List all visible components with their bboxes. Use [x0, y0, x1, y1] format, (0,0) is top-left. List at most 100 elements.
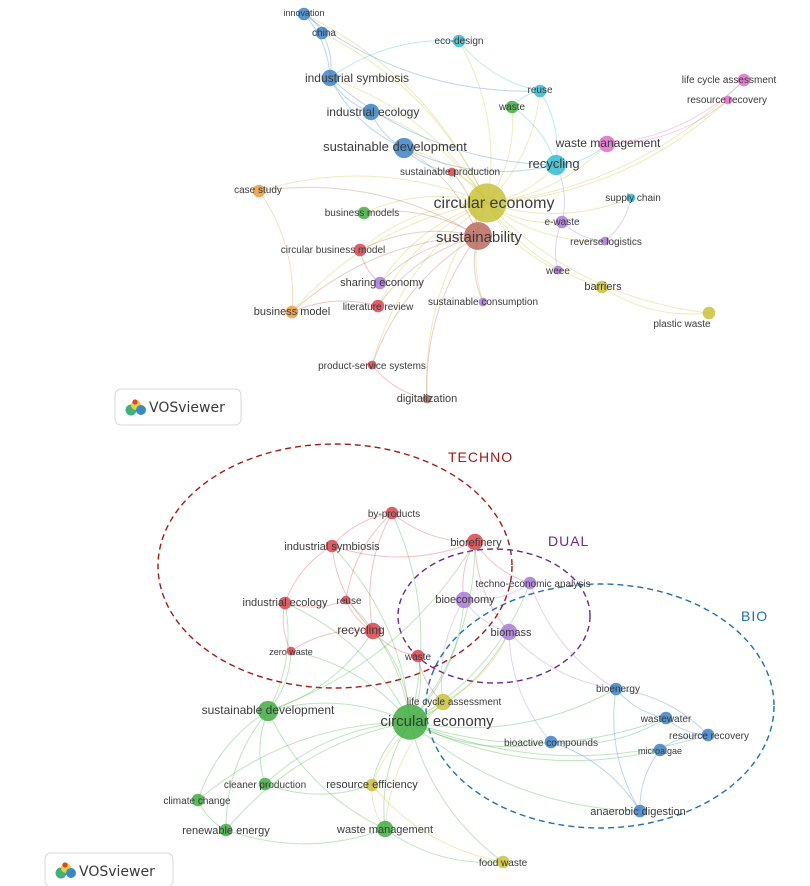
network-link	[486, 99, 729, 204]
node-case-study[interactable]	[252, 184, 266, 198]
node-business-model[interactable]	[285, 305, 299, 319]
node-resource-efficiency[interactable]	[365, 778, 379, 792]
node-waste[interactable]	[411, 649, 425, 663]
vosviewer-badge-label: VOSviewer	[79, 864, 155, 880]
badge-frame	[44, 852, 174, 886]
node-supply-chain[interactable]	[626, 193, 636, 203]
node-eco-design[interactable]	[452, 34, 466, 48]
network-link	[384, 828, 504, 863]
node-literature-review[interactable]	[371, 299, 385, 313]
node-label-life-cycle-assessment: life cycle assessment	[407, 697, 502, 708]
network-link	[282, 602, 292, 652]
node-circular-economy[interactable]	[392, 704, 428, 740]
node-food-waste[interactable]	[496, 855, 510, 869]
node-industrial-symbiosis[interactable]	[321, 69, 339, 87]
node-innovation[interactable]	[297, 7, 311, 21]
node-by-products[interactable]	[385, 506, 399, 520]
node-label-recycling: recycling	[337, 623, 384, 637]
node-e-waste[interactable]	[555, 215, 569, 229]
node-anaerobic-digestion[interactable]	[633, 804, 647, 818]
network-link	[267, 630, 374, 712]
node-sustainable-production[interactable]	[447, 167, 457, 177]
node-reverse-logistics[interactable]	[600, 236, 610, 246]
node-techno-economic-analysis[interactable]	[523, 576, 537, 590]
network-link	[291, 235, 479, 313]
node-label-bioenergy: bioenergy	[596, 684, 640, 695]
node-label-cleaner-production: cleaner production	[224, 780, 306, 791]
bottom-network-nodes	[191, 506, 715, 869]
node-industrial-symbiosis[interactable]	[325, 539, 339, 553]
node-plastic-waste[interactable]	[702, 306, 716, 320]
network-link	[329, 77, 488, 204]
node-bioeconomy[interactable]	[455, 591, 473, 609]
network-link	[345, 512, 393, 601]
bio-cluster-title: BIO	[741, 608, 768, 624]
node-label-innovation: innovation	[283, 8, 324, 18]
node-resource-recovery[interactable]	[723, 95, 733, 105]
network-link	[639, 749, 661, 812]
node-waste-management[interactable]	[598, 135, 616, 153]
node-label-techno-economic-analysis: techno-economic analysis	[475, 579, 590, 590]
node-label-business-models: business models	[325, 208, 399, 219]
node-label-zero-waste: zero waste	[269, 647, 313, 657]
node-renewable-energy[interactable]	[219, 823, 233, 837]
bio-cluster-outline	[425, 583, 775, 829]
node-product-service-systems[interactable]	[367, 360, 377, 370]
node-china[interactable]	[315, 26, 329, 40]
node-waste[interactable]	[505, 100, 519, 114]
node-label-sharing-economy: sharing economy	[340, 277, 424, 289]
node-resource-recovery[interactable]	[701, 728, 715, 742]
node-reuse[interactable]	[341, 595, 351, 605]
node-recycling[interactable]	[364, 622, 382, 640]
vosviewer-logo-icon	[125, 399, 146, 416]
node-weee[interactable]	[553, 265, 563, 275]
node-label-sustainable-consumption: sustainable consumption	[428, 297, 538, 308]
techno-cluster-outline	[157, 443, 513, 689]
node-circular-business-model[interactable]	[353, 243, 367, 257]
network-link	[550, 741, 641, 812]
node-bioenergy[interactable]	[609, 682, 623, 696]
node-climate-change[interactable]	[191, 793, 205, 807]
node-barriers[interactable]	[595, 280, 609, 294]
dual-cluster-outline	[397, 548, 591, 684]
node-cleaner-production[interactable]	[258, 777, 272, 791]
node-waste-management[interactable]	[376, 820, 394, 838]
node-industrial-ecology[interactable]	[278, 596, 292, 610]
network-link	[391, 512, 476, 543]
node-digitalization[interactable]	[422, 394, 432, 404]
node-biorefinery[interactable]	[466, 533, 484, 551]
node-microalgae[interactable]	[653, 743, 667, 757]
node-zero-waste[interactable]	[286, 646, 296, 656]
node-sustainability[interactable]	[464, 222, 492, 250]
node-label-literature-review: literature review	[343, 302, 414, 313]
node-bioactive-compounds[interactable]	[544, 735, 558, 749]
node-recycling[interactable]	[545, 154, 567, 176]
network-link	[264, 721, 411, 785]
node-sustainable-development[interactable]	[257, 700, 279, 722]
node-sustainable-development[interactable]	[393, 137, 415, 159]
network-link	[409, 721, 661, 762]
node-label-renewable-energy: renewable energy	[182, 825, 270, 837]
network-link	[615, 688, 709, 736]
network-link	[409, 721, 504, 863]
node-life-cycle-assessment[interactable]	[737, 73, 751, 87]
node-business-models[interactable]	[357, 206, 371, 220]
node-label-barriers: barriers	[584, 281, 622, 293]
node-sustainable-consumption[interactable]	[478, 297, 488, 307]
node-label-wastewater: wastewater	[640, 714, 692, 725]
node-label-circular-economy: circular economy	[434, 195, 555, 212]
node-circular-economy[interactable]	[467, 183, 507, 223]
node-label-biorefinery: biorefinery	[450, 537, 502, 549]
node-life-cycle-assessment[interactable]	[434, 693, 452, 711]
node-industrial-ecology[interactable]	[362, 103, 380, 121]
node-label-anaerobic-digestion: anaerobic digestion	[590, 806, 685, 818]
network-link	[258, 175, 488, 204]
node-reuse[interactable]	[533, 84, 547, 98]
node-wastewater[interactable]	[659, 711, 673, 725]
network-link	[606, 79, 745, 145]
node-biomass[interactable]	[500, 623, 518, 641]
node-sharing-economy[interactable]	[373, 276, 387, 290]
node-label-industrial-ecology: industrial ecology	[327, 105, 420, 119]
